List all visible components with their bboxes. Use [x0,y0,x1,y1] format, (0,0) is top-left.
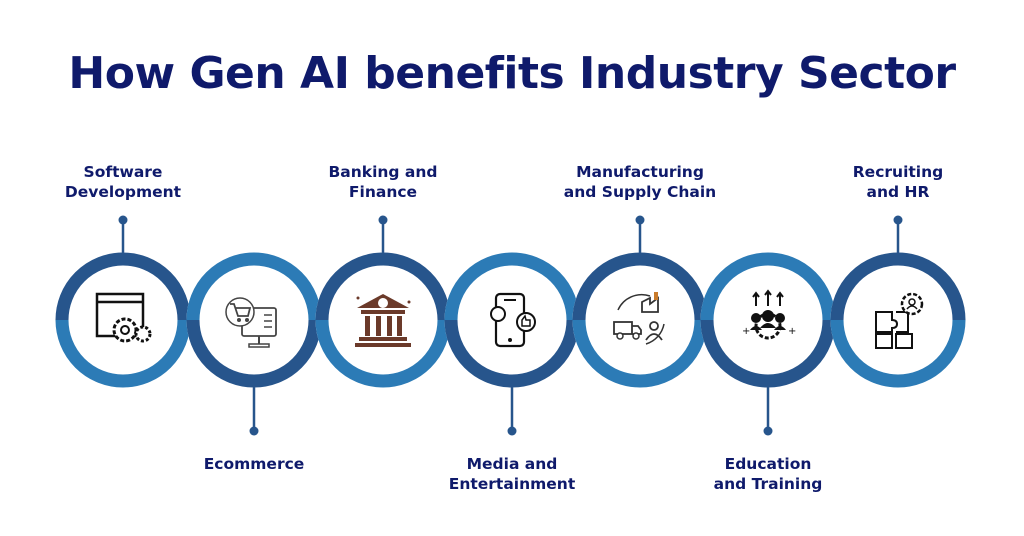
sector-label: Recruiting and HR [798,162,998,202]
connector-dot [507,426,517,436]
sector-label-line1: Education [724,455,812,473]
ring-bottom-arc [55,319,191,388]
sector-ring [186,252,322,388]
sector-ring [55,252,191,388]
ring-top-arc [830,252,966,321]
sector-label-line2: Entertainment [448,475,576,493]
ring-top-arc [186,252,322,321]
ring-top-arc [315,252,451,321]
sector-label-line2: and Training [713,475,823,493]
shopping-cart-monitor-icon [225,297,277,348]
bank-building-icon [355,294,411,347]
sector-ring [315,252,451,388]
sector-label: Ecommerce [154,454,354,474]
connector-dot [635,215,645,225]
ring-bottom-arc [572,319,708,388]
connector-dot [763,426,773,436]
ring-bottom-arc [186,319,322,388]
sector-ring [572,252,708,388]
sector-label: Education and Training [668,454,868,494]
sector-label-line2: Finance [348,183,418,201]
sector-label-line1: Ecommerce [203,455,305,473]
svg-text:+: + [788,326,796,337]
ring-top-arc [55,252,191,321]
sector-ring [830,252,966,388]
sector-ring: ++ [700,252,836,388]
ring-bottom-arc [830,319,966,388]
ring-top-arc [572,252,708,321]
connector-dot [893,215,903,225]
smartphone-social-icon [490,292,536,348]
page-title: How Gen AI benefits Industry Sector [68,48,956,99]
connector-dot [118,215,128,225]
sector-label-line1: Media and [466,455,558,473]
browser-gears-icon [95,292,152,343]
ring-top-arc [700,252,836,321]
connector-dot [249,426,259,436]
svg-text:+: + [742,326,750,337]
sector-label-line1: Recruiting [852,163,944,181]
sector-label-line2: Development [64,183,182,201]
ring-bottom-arc [700,319,836,388]
ring-bottom-arc [315,319,451,388]
sector-label-line1: Software [83,163,163,181]
sector-ring [444,252,580,388]
puzzle-person-icon [875,292,924,349]
team-growth-icon: ++ [742,289,796,340]
factory-truck-cycle-icon [613,292,665,345]
sector-label-line1: Manufacturing [576,163,704,181]
ring-top-arc [444,252,580,321]
sector-label: Manufacturing and Supply Chain [540,162,740,202]
connector-dot [378,215,388,225]
ring-bottom-arc [444,319,580,388]
sector-label-line2: and Supply Chain [563,183,717,201]
sector-label-line1: Banking and [328,163,438,181]
sector-label-line2: and HR [866,183,930,201]
